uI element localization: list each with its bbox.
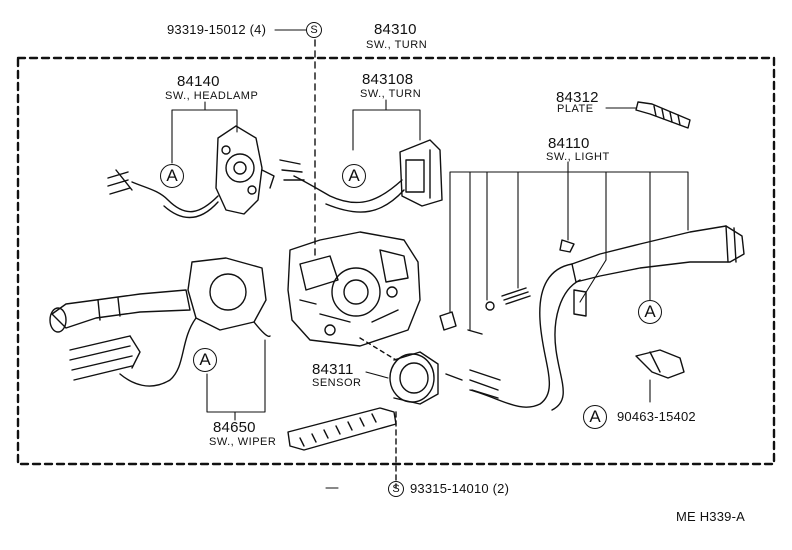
sensor-drawing <box>389 351 439 405</box>
turn-switch-part-number: 843108 <box>362 71 414 88</box>
headlamp-switch-name: SW., HEADLAMP <box>165 90 259 102</box>
wiper-switch-drawing <box>49 257 271 387</box>
turn-switch-assy-part-number: 84310 <box>374 21 417 38</box>
plate-drawing <box>635 101 691 129</box>
screw-symbol-icon-bottom: S <box>388 481 404 497</box>
connector-marker-wiper: A <box>193 348 217 372</box>
screw-part-number: 93315-14010 (2) <box>410 481 510 496</box>
connector-marker-light: A <box>638 300 662 324</box>
plate-part-number: 84312 <box>556 89 599 106</box>
sensor-dash-line <box>359 337 397 361</box>
headlamp-switch-part-number: 84140 <box>177 73 220 90</box>
assembly-boundary <box>16 56 776 466</box>
wiper-switch-name: SW., WIPER <box>209 436 277 448</box>
clip-part-number: 93319-15012 (4) <box>167 22 267 37</box>
wiper-switch-part-number: 84650 <box>213 419 256 436</box>
headlamp-switch-drawing <box>107 125 275 219</box>
connector-block-drawing <box>287 407 397 451</box>
clamp-drawing <box>635 349 685 379</box>
light-switch-drawing <box>439 225 745 411</box>
turn-switch-name: SW., TURN <box>360 88 422 100</box>
drawing-code: ME H339-A <box>676 509 745 524</box>
leader-lines <box>171 29 689 489</box>
plate-name: PLATE <box>557 103 594 115</box>
switch-housing-drawing <box>287 231 421 347</box>
connector-marker-headlamp: A <box>160 164 184 188</box>
connector-marker-turn: A <box>342 164 366 188</box>
screw-symbol-icon: S <box>306 22 322 38</box>
turn-switch-drawing <box>279 139 443 213</box>
sensor-part-number: 84311 <box>312 361 354 378</box>
light-switch-part-number: 84110 <box>548 135 590 152</box>
light-switch-name: SW., LIGHT <box>546 151 610 163</box>
clamp-part-number: 90463-15402 <box>617 409 696 424</box>
sensor-name: SENSOR <box>312 377 362 389</box>
turn-switch-assy-name: SW., TURN <box>366 39 428 51</box>
connector-marker-light-wire: A <box>583 405 607 429</box>
